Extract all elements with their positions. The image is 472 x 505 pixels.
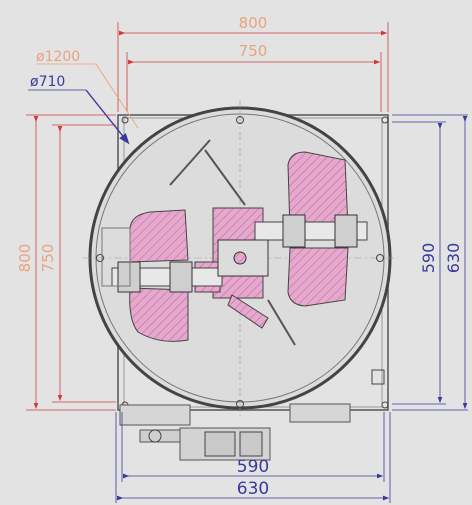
- dim-top-inner-label: 750: [239, 42, 268, 60]
- dim-bottom-outer-label: 630: [237, 479, 269, 499]
- dimension-top-outer: 800: [117, 14, 389, 112]
- dimension-left-outer: 800: [16, 114, 116, 411]
- dim-top-outer-label: 800: [239, 14, 268, 32]
- dim-left-inner-label: 750: [39, 244, 57, 273]
- dimension-right-outer: 630: [392, 114, 468, 411]
- dim-left-outer-label: 800: [16, 244, 34, 273]
- dimension-right-inner: 590: [392, 121, 446, 405]
- diameter-outer-label: ø1200: [36, 49, 80, 65]
- dim-right-inner-label: 590: [419, 243, 438, 274]
- diameter-inner-label: ø710: [30, 74, 65, 90]
- dimension-top-inner: 750: [126, 42, 382, 112]
- diameter-inner-leader: ø710: [28, 74, 130, 145]
- diameter-outer-leader: ø1200: [36, 49, 139, 129]
- dimension-bottom-outer: 630: [115, 412, 391, 503]
- dim-right-outer-label: 630: [444, 243, 463, 274]
- shaft-assembly: [101, 139, 385, 385]
- dim-bottom-inner-label: 590: [237, 457, 269, 477]
- dimension-left-inner: 750: [39, 124, 116, 403]
- motor-assembly: [119, 403, 351, 461]
- dimension-bottom-inner: 590: [121, 412, 385, 482]
